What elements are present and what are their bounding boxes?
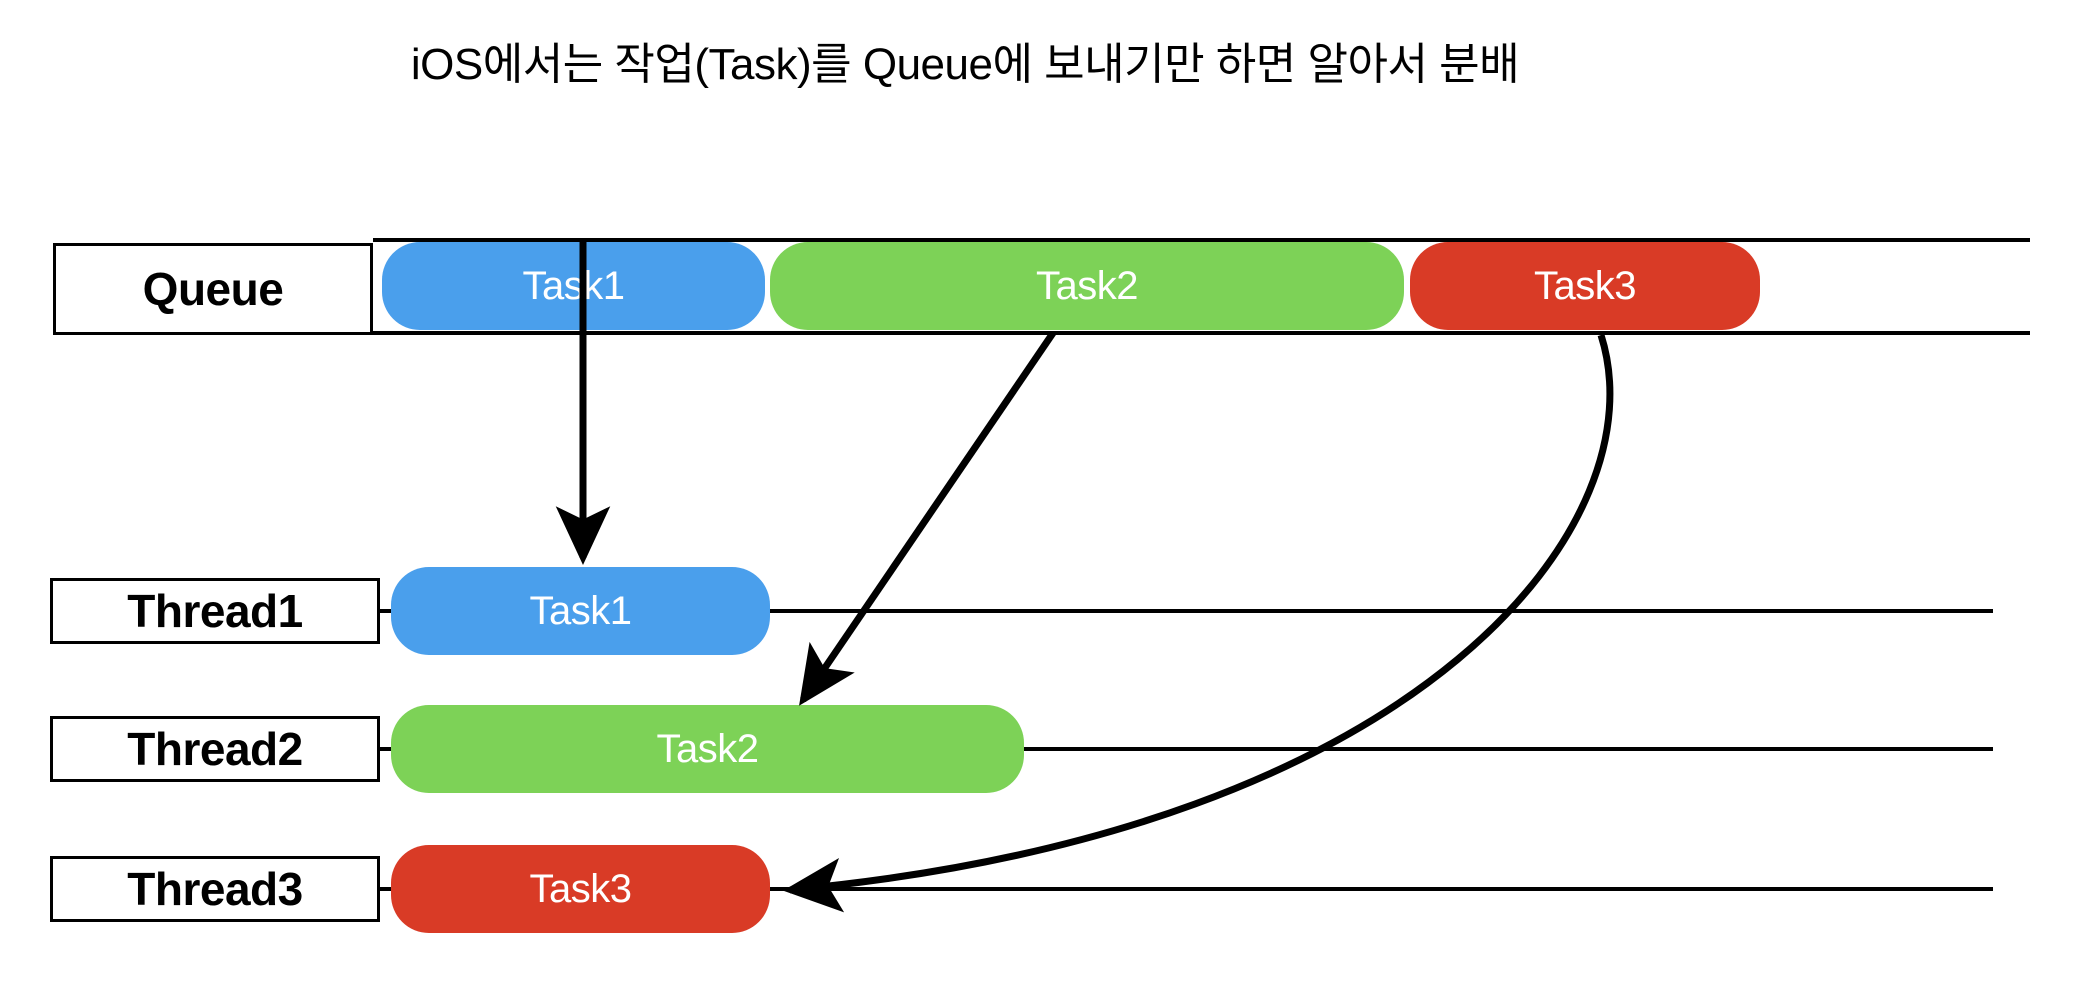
queue-task-1-label: Task1 <box>522 263 626 308</box>
queue-task-3[interactable]: Task3 <box>1410 242 1760 330</box>
thread3-label-text: Thread3 <box>127 863 303 915</box>
thread1-task[interactable]: Task1 <box>391 567 770 655</box>
arrow-queue-task2-to-thread2 <box>799 331 1056 706</box>
queue-task-2-label: Task2 <box>1036 263 1139 308</box>
thread2-label-box: Thread2 <box>50 716 380 782</box>
thread2-task[interactable]: Task2 <box>391 705 1024 793</box>
queue-label-text: Queue <box>142 263 284 315</box>
queue-task-2[interactable]: Task2 <box>770 242 1404 330</box>
thread1-label-text: Thread1 <box>127 585 303 637</box>
queue-task-3-label: Task3 <box>1534 263 1637 308</box>
thread3-label-box: Thread3 <box>50 856 380 922</box>
page-title: iOS에서는 작업(Task)를 Queue에 보내기만 하면 알아서 분배 <box>410 40 1520 89</box>
thread3-task-label: Task3 <box>529 866 633 911</box>
queue-task-1[interactable]: Task1 <box>382 242 765 330</box>
thread1-task-label: Task1 <box>529 588 633 633</box>
thread2-label-text: Thread2 <box>127 723 303 775</box>
queue-lane-top-line <box>373 238 2030 242</box>
thread3-task[interactable]: Task3 <box>391 845 770 933</box>
thread1-label-box: Thread1 <box>50 578 380 644</box>
thread2-task-label: Task2 <box>656 726 760 771</box>
queue-label-box: Queue <box>53 243 373 335</box>
queue-lane-bottom-line <box>373 331 2030 335</box>
